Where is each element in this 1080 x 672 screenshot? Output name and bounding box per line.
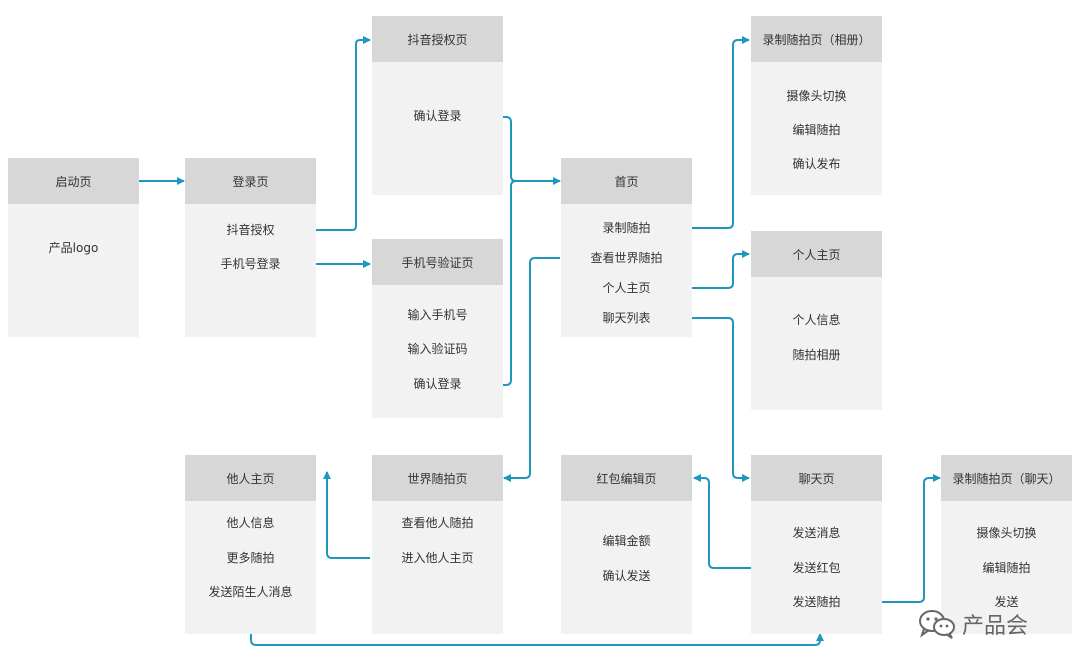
edge-world bbox=[503, 257, 560, 482]
edge-personal bbox=[677, 250, 750, 289]
node-item: 确认发布 bbox=[792, 157, 841, 171]
node-redpacket: 红包编辑页 编辑金额 确认发送 bbox=[561, 455, 692, 634]
node-item: 聊天列表 bbox=[602, 311, 651, 325]
node-item: 摄像头切换 bbox=[976, 526, 1037, 540]
node-item: 手机号登录 bbox=[220, 257, 281, 271]
node-title: 登录页 bbox=[185, 158, 316, 204]
node-denglu: 登录页 抖音授权 手机号登录 bbox=[185, 158, 316, 337]
node-title: 世界随拍页 bbox=[372, 455, 503, 501]
node-title: 手机号验证页 bbox=[372, 239, 503, 285]
node-title: 他人主页 bbox=[185, 455, 316, 501]
node-title: 聊天页 bbox=[751, 455, 882, 501]
node-title: 录制随拍页（相册） bbox=[751, 16, 882, 62]
edge-stranger-chat bbox=[250, 606, 824, 646]
node-item: 他人信息 bbox=[226, 516, 275, 530]
edge-douyin-auth bbox=[302, 36, 371, 231]
node-item: 录制随拍 bbox=[602, 221, 651, 235]
node-title: 抖音授权页 bbox=[372, 16, 503, 62]
node-item: 发送随拍 bbox=[792, 595, 841, 609]
node-item: 发送红包 bbox=[792, 561, 841, 575]
node-item: 随拍相册 bbox=[792, 348, 841, 362]
node-douyin-auth: 抖音授权页 确认登录 bbox=[372, 16, 503, 195]
node-title: 启动页 bbox=[8, 158, 139, 204]
node-item: 更多随拍 bbox=[226, 551, 275, 565]
node-item: 输入手机号 bbox=[407, 308, 468, 322]
node-shouye: 首页 录制随拍 查看世界随拍 个人主页 聊天列表 bbox=[561, 158, 692, 337]
node-item: 摄像头切换 bbox=[786, 89, 847, 103]
node-item: 编辑金额 bbox=[602, 534, 651, 548]
node-item: 发送消息 bbox=[792, 526, 841, 540]
edge-others bbox=[323, 471, 370, 559]
node-others: 他人主页 他人信息 更多随拍 发送陌生人消息 bbox=[185, 455, 316, 634]
node-item: 个人信息 bbox=[792, 313, 841, 327]
edge-redpacket bbox=[693, 474, 765, 569]
node-title: 红包编辑页 bbox=[561, 455, 692, 501]
edge-record-album bbox=[677, 36, 750, 229]
edge-phone-confirm-shouye bbox=[488, 180, 517, 386]
node-record-chat: 录制随拍页（聊天） 摄像头切换 编辑随拍 发送 bbox=[941, 455, 1072, 634]
edge-chat bbox=[677, 317, 750, 482]
node-personal: 个人主页 个人信息 随拍相册 bbox=[751, 231, 882, 410]
node-item: 抖音授权 bbox=[226, 223, 275, 237]
node-phone-verify: 手机号验证页 输入手机号 输入验证码 确认登录 bbox=[372, 239, 503, 418]
node-item: 输入验证码 bbox=[407, 342, 468, 356]
edge-record-chat bbox=[868, 474, 941, 603]
node-record-album: 录制随拍页（相册） 摄像头切换 编辑随拍 确认发布 bbox=[751, 16, 882, 195]
node-item: 编辑随拍 bbox=[792, 123, 841, 137]
watermark-text: 产品会 bbox=[962, 614, 1029, 639]
wechat-icon bbox=[919, 610, 955, 639]
node-chat: 聊天页 发送消息 发送红包 发送随拍 bbox=[751, 455, 882, 634]
node-title: 个人主页 bbox=[751, 231, 882, 277]
node-item: 个人主页 bbox=[602, 281, 651, 295]
node-item: 发送陌生人消息 bbox=[208, 585, 293, 599]
node-item: 编辑随拍 bbox=[982, 561, 1031, 575]
node-title: 录制随拍页（聊天） bbox=[941, 455, 1072, 501]
node-item: 确认登录 bbox=[413, 109, 462, 123]
node-item: 确认发送 bbox=[602, 569, 651, 583]
watermark: 产品会 bbox=[918, 608, 1028, 640]
node-item: 发送 bbox=[994, 595, 1019, 609]
node-item: 确认登录 bbox=[413, 377, 462, 391]
node-qidong: 启动页 产品logo bbox=[8, 158, 139, 337]
node-item: 产品logo bbox=[48, 241, 99, 255]
node-item: 查看他人随拍 bbox=[401, 516, 474, 530]
node-title: 首页 bbox=[561, 158, 692, 204]
node-world: 世界随拍页 查看他人随拍 进入他人主页 bbox=[372, 455, 503, 634]
node-item: 进入他人主页 bbox=[401, 551, 474, 565]
node-item: 查看世界随拍 bbox=[590, 251, 663, 265]
